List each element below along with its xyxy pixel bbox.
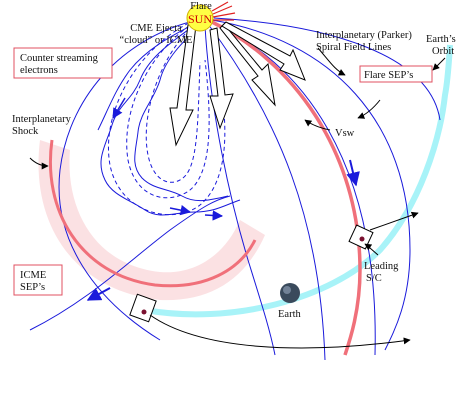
- counter-streaming-line1: Counter streaming: [20, 53, 99, 64]
- cme-label-line1: CME Ejecta: [130, 23, 182, 34]
- vsw-leader: [304, 119, 331, 131]
- earth-label: Earth: [278, 309, 301, 320]
- shock-region: [38, 140, 265, 301]
- flare-sep-leader: [357, 99, 381, 119]
- orbit-label-line1: Earth’s: [426, 34, 456, 45]
- cme-ejecta-loops: [108, 19, 226, 216]
- flare-sep-box: [359, 65, 433, 83]
- leading-spacecraft: [348, 211, 419, 250]
- parker-leader: [317, 47, 346, 76]
- orbit-leader: [432, 57, 446, 71]
- icme-sep-arrow: [86, 287, 111, 301]
- parker-label-line2: Spiral Field Lines: [316, 42, 391, 53]
- leading-leader: [364, 243, 379, 256]
- flare-icon: [211, 1, 236, 21]
- counter-streaming-line2: electrons: [20, 65, 58, 76]
- sun-icon: [186, 4, 214, 32]
- shock-label-line2: Shock: [12, 126, 39, 137]
- vsw-label: Vsw: [335, 128, 355, 139]
- electron-arrow-bottom2: [204, 210, 224, 221]
- icme-sep-label-line1: ICME: [20, 270, 46, 281]
- icme-sep-box: [13, 264, 63, 296]
- counter-streaming-box: [13, 47, 113, 79]
- flare-sep-path: [211, 20, 362, 356]
- flare-label: Flare: [190, 1, 212, 12]
- parker-label-line1: Interplanetary (Parker): [316, 30, 412, 41]
- earth-icon: [280, 283, 300, 303]
- solar-wind-arrows: [169, 21, 306, 147]
- shock-leader: [29, 157, 49, 170]
- sun-label: SUN: [188, 12, 212, 26]
- electron-arrow-left: [112, 97, 126, 119]
- flare-sep-label: Flare SEP’s: [364, 70, 413, 81]
- leading-label-line1: Leading: [364, 261, 399, 272]
- counter-streaming-electrons: [97, 21, 241, 216]
- trailing-spacecraft: [129, 293, 411, 349]
- orbit-label-line2: Orbit: [432, 46, 454, 57]
- parker-field-lines: [29, 17, 441, 361]
- icme-sep-label-line2: SEP’s: [20, 282, 45, 293]
- electron-arrow-bottom: [169, 204, 192, 216]
- shock-front: [49, 139, 257, 288]
- flare-sep-arrow: [346, 159, 360, 187]
- shock-label-line1: Interplanetary: [12, 114, 72, 125]
- cme-label-line2: “cloud” or ICME: [120, 35, 193, 46]
- leading-label-line2: S/C: [366, 273, 382, 284]
- earth-orbit: [144, 44, 453, 318]
